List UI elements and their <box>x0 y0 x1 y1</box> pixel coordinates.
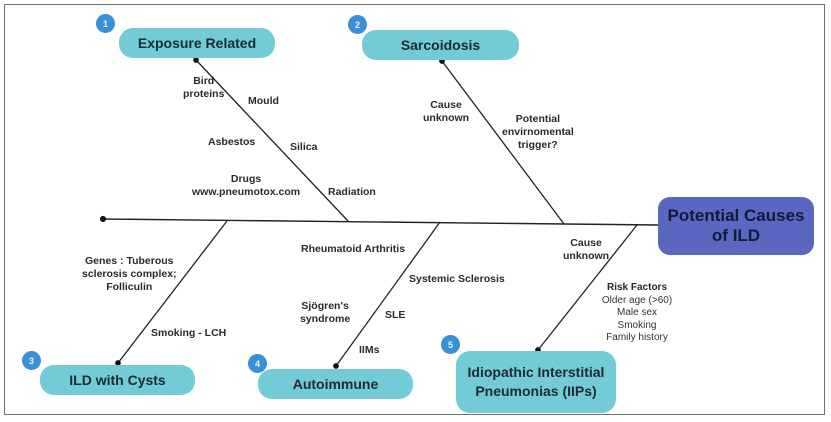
category-autoimmune[interactable]: Autoimmune <box>258 369 413 399</box>
cause-text: syndrome <box>300 313 351 325</box>
risk-factors-list: Risk Factors Older age (>60) Male sex Sm… <box>596 282 678 345</box>
cause-label: Sjögren's syndrome <box>300 300 350 326</box>
category-label: Autoimmune <box>292 376 379 392</box>
category-label-line2: Pneumonias (IIPs) <box>475 383 597 399</box>
risk-factor-item: Older age (>60) <box>601 294 673 306</box>
cause-text: Potential <box>515 113 561 125</box>
head-label-line1: Potential Causes <box>667 206 805 225</box>
branch-line-exposure <box>193 57 349 222</box>
category-number-badge: 4 <box>248 354 267 373</box>
cause-label: Genes : Tuberous sclerosis complex; Foll… <box>82 255 177 294</box>
category-sarcoidosis[interactable]: Sarcoidosis <box>362 30 519 60</box>
risk-factor-item: Smoking <box>617 319 657 331</box>
branch-line-iips <box>535 224 638 353</box>
cause-label: Rheumatoid Arthritis <box>301 243 406 255</box>
cause-label: IIMs <box>359 344 380 356</box>
category-label: ILD with Cysts <box>69 372 166 388</box>
cause-label: SLE <box>385 309 406 321</box>
category-exposure-related[interactable]: Exposure Related <box>119 28 275 58</box>
risk-factor-item: Family history <box>606 332 668 343</box>
cause-label: Asbestos <box>208 136 256 148</box>
cause-text: unknown <box>423 112 470 124</box>
cause-label: Smoking - LCH <box>151 327 227 339</box>
cause-text: Drugs <box>230 173 262 185</box>
cause-text: Genes : Tuberous <box>85 255 174 267</box>
category-number-badge: 3 <box>22 351 41 370</box>
cause-label: Potential envirnomental trigger? <box>502 113 574 152</box>
cause-text: Cause <box>570 237 602 249</box>
cause-text: Cause <box>430 99 462 111</box>
branch-line-autoimmune <box>333 221 441 369</box>
category-number-badge: 1 <box>96 14 115 33</box>
branch-line-cysts <box>115 220 228 366</box>
cause-text: Bird <box>193 75 215 87</box>
risk-factors-heading: Risk Factors <box>606 282 668 293</box>
cause-label: Mould <box>248 95 279 107</box>
cause-label: Drugs www.pneumotox.com <box>192 173 300 199</box>
risk-factor-item: Male sex <box>616 307 657 318</box>
branch-line-sarcoidosis <box>439 58 565 225</box>
spine-line <box>99 215 659 226</box>
category-label: Exposure Related <box>137 35 257 51</box>
cause-label: Systemic Sclerosis <box>409 273 505 285</box>
cause-label: Bird proteins <box>183 75 224 101</box>
cause-text: proteins <box>183 88 225 100</box>
cause-text: www.pneumotox.com <box>192 186 301 198</box>
cause-label: Cause unknown <box>563 237 609 263</box>
category-label: Sarcoidosis <box>400 37 481 53</box>
cause-label: Radiation <box>328 186 376 198</box>
cause-text: Folliculin <box>106 281 153 293</box>
category-number-badge: 5 <box>441 335 460 354</box>
cause-text: unknown <box>563 250 610 262</box>
cause-text: trigger? <box>518 139 558 151</box>
diagram-head-potential-causes[interactable]: Potential Causes of ILD <box>658 197 814 255</box>
cause-text: envirnomental <box>502 126 574 138</box>
category-number-badge: 2 <box>348 15 367 34</box>
cause-text: Sjögren's <box>301 300 349 312</box>
cause-text: sclerosis complex; <box>82 268 177 280</box>
cause-label: Cause unknown <box>423 99 469 125</box>
cause-label: Silica <box>290 141 318 153</box>
category-label-line1: Idiopathic Interstitial <box>467 364 605 380</box>
category-ild-with-cysts[interactable]: ILD with Cysts <box>40 365 195 395</box>
category-idiopathic-interstitial-pneumonias[interactable]: Idiopathic Interstitial Pneumonias (IIPs… <box>456 351 616 413</box>
head-label-line2: of ILD <box>711 226 761 245</box>
